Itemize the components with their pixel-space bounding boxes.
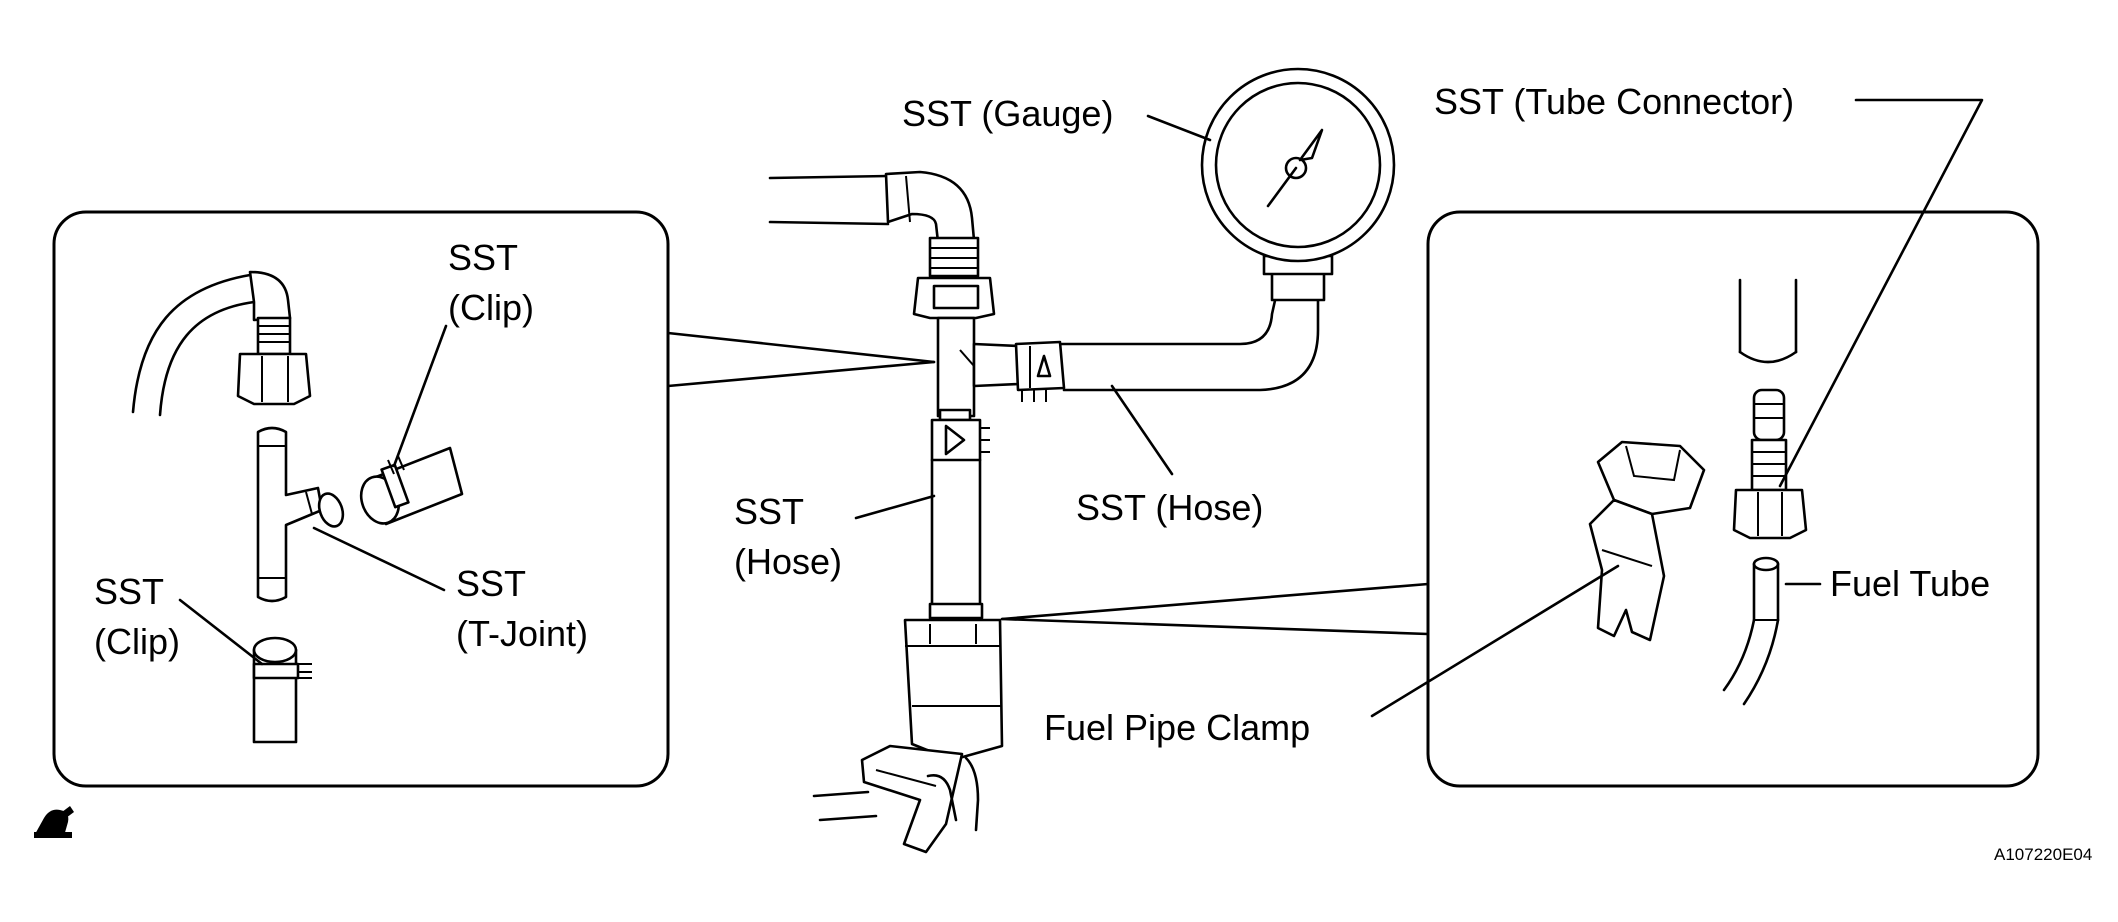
detail-box-right (1426, 210, 2040, 788)
main-fuel-pipe-clamp (860, 618, 1004, 854)
pressure-gauge (1200, 67, 1396, 302)
label-tube-connector: SST (Tube Connector) (1434, 81, 1794, 122)
callout-wedge-left (666, 331, 936, 388)
label-hose-right: SST (Hose) (1076, 487, 1263, 528)
hose-to-gauge (1014, 294, 1320, 402)
label-clip-top-line1: SST (448, 237, 518, 278)
leader-hose-left (854, 494, 936, 520)
fuel-tube-detail (1722, 556, 1780, 706)
t-joint (256, 426, 345, 603)
leader-clip-bottom (178, 598, 264, 666)
fuel-pipe-clamp-detail (1588, 440, 1706, 642)
leader-gauge (1146, 114, 1212, 142)
tube-connector (1732, 388, 1808, 540)
label-tjoint-line2: (T-Joint) (456, 613, 588, 654)
fuel-line-upper (768, 170, 996, 320)
detail-left-top-clip-hose (359, 446, 464, 526)
detail-left-bottom-clip-tube (252, 636, 312, 744)
label-clip-top-line2: (Clip) (448, 287, 534, 328)
detail-right-tube-stub (1738, 278, 1798, 364)
label-hose-left-line2: (Hose) (734, 541, 842, 582)
leader-fuel-pipe-clamp (1370, 564, 1620, 718)
figure-code: A107220E04 (1994, 845, 2092, 864)
label-clip-bottom-line2: (Clip) (94, 621, 180, 662)
label-clip-bottom-line1: SST (94, 571, 164, 612)
leader-clip-top (392, 324, 448, 468)
label-gauge: SST (Gauge) (902, 93, 1113, 134)
callout-wedge-right (1000, 582, 1430, 636)
label-tjoint-line1: SST (456, 563, 526, 604)
leader-hose-right (1110, 384, 1174, 476)
hose-vertical (928, 408, 990, 620)
label-fuel-pipe-clamp: Fuel Pipe Clamp (1044, 707, 1310, 748)
detail-left-hose-fitting (131, 270, 312, 417)
leader-tube-connector (1778, 98, 1984, 488)
main-tee (936, 316, 1020, 418)
hand-pointer-icon (34, 806, 74, 838)
fuel-line-lower (812, 756, 980, 832)
label-fuel-tube: Fuel Tube (1830, 563, 1990, 604)
leader-tjoint (312, 526, 446, 592)
label-hose-left-line1: SST (734, 491, 804, 532)
